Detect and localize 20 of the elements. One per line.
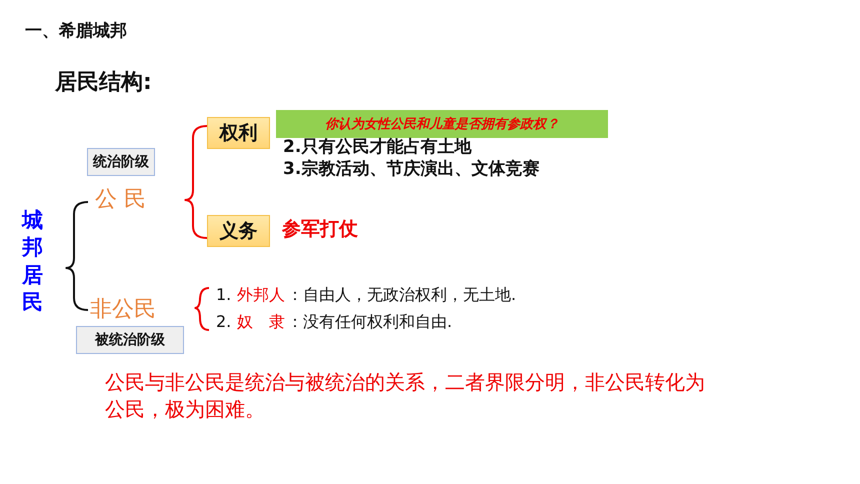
question-banner: 你认为女性公民和儿童是否拥有参政权？ [276, 110, 608, 138]
item-number: 1. [216, 285, 232, 304]
keyword-box: 权利 [207, 117, 270, 149]
keyword-box: 义务 [207, 215, 270, 247]
vertical-label: 城邦居民 [22, 207, 43, 316]
group-name: 外邦人 [237, 285, 285, 304]
category-label: 公 民 [95, 187, 146, 214]
status-box: 被统治阶级 [76, 326, 184, 354]
item-number: 2. [216, 312, 232, 332]
summary-paragraph: 公民与非公民是统治与被统治的关系，二者界限分明，非公民转化为公民，极为困难。 [105, 369, 705, 423]
duty-text: 参军打仗 [282, 218, 358, 241]
group-name: 奴 隶 [237, 312, 285, 332]
heading: 一、希腊城邦 [25, 21, 127, 42]
list-item: 3.宗教活动、节庆演出、文体竞赛 [283, 159, 540, 180]
list-item: 2.只有公民才能占有土地 [283, 137, 472, 158]
description: ：自由人，无政治权利，无土地. [287, 285, 516, 304]
status-box: 统治阶级 [87, 148, 155, 176]
description: ：没有任何权利和自由. [287, 312, 452, 332]
subheading: 居民结构: [55, 70, 152, 96]
category-label: 非公民 [90, 297, 156, 324]
